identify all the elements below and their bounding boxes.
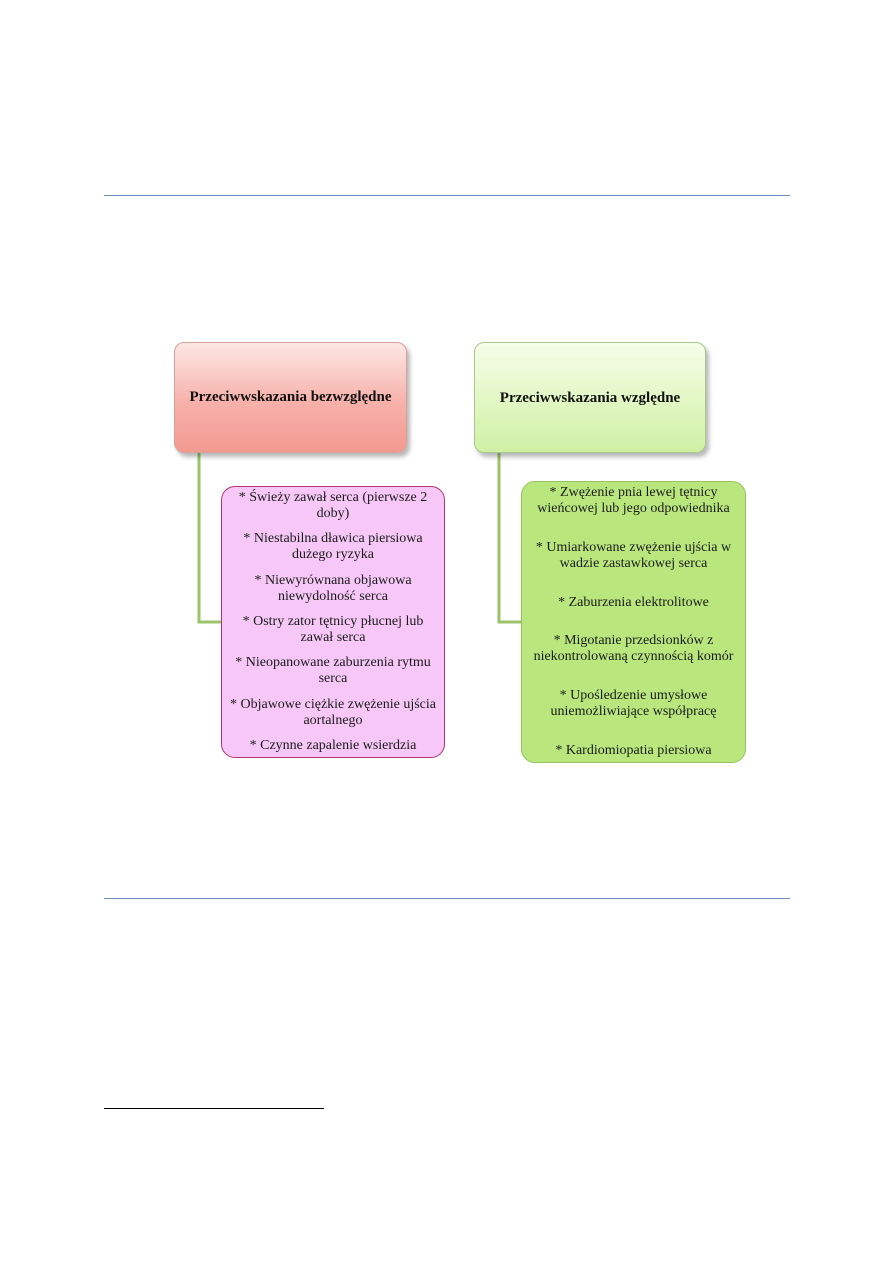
header-relative-contraindications: Przeciwwskazania względne	[474, 342, 706, 453]
list-item: * Objawowe ciężkie zwężenie ujścia aorta…	[229, 696, 436, 728]
list-item: * Czynne zapalenie wsierdzia	[249, 737, 417, 753]
list-item: * Niestabilna dławica piersiowa dużego r…	[243, 531, 423, 563]
list-item: * Umiarkowane zwężenie ujścia w wadzie z…	[535, 539, 732, 571]
top-divider-rule	[104, 195, 790, 196]
list-item: * Zaburzenia elektrolitowe	[558, 594, 709, 610]
relative-contraindications-list: * Zwężenie pnia lewej tętnicy wieńcowej …	[521, 481, 746, 763]
header-right-line1: Przeciwwskazania	[499, 389, 618, 406]
connector-left	[197, 450, 227, 624]
list-item: * Upośledzenie umysłowe uniemożliwiające…	[550, 688, 717, 720]
list-item: * Migotanie przedsionków z niekontrolowa…	[533, 633, 734, 665]
footnote-separator	[104, 1108, 324, 1109]
connector-right	[497, 450, 527, 624]
list-item: * Świeży zawał serca (pierwsze 2 doby)	[238, 490, 428, 521]
header-left-line2: bezwzględne	[310, 389, 392, 405]
header-absolute-contraindications: Przeciwwskazania bezwzględne	[174, 342, 407, 453]
bottom-divider-rule	[104, 898, 790, 899]
list-item: * Kardiomiopatia piersiowa	[555, 742, 712, 758]
absolute-contraindications-list: * Świeży zawał serca (pierwsze 2 doby) *…	[221, 486, 445, 758]
list-item: * Zwężenie pnia lewej tętnicy wieńcowej …	[537, 485, 730, 516]
list-item: * Niewyrównana objawowa niewydolność ser…	[254, 572, 412, 604]
header-left-line1: Przeciwwskazania	[189, 389, 307, 405]
list-item: * Ostry zator tętnicy płucnej lub zawał …	[242, 613, 424, 645]
list-item: * Nieopanowane zaburzenia rytmu serca	[235, 655, 431, 687]
header-right-line2: względne	[621, 389, 681, 406]
